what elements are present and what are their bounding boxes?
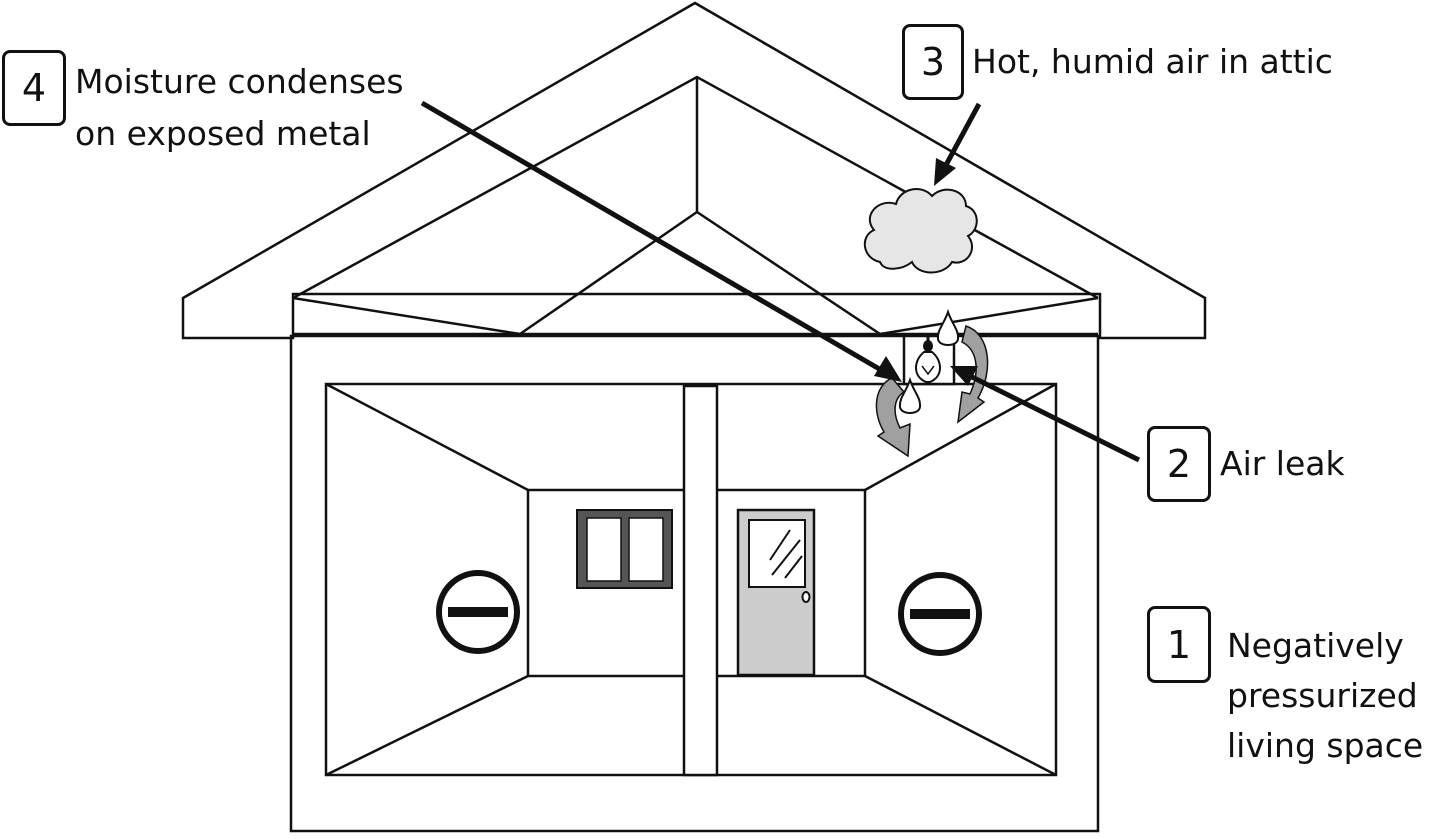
outer-roof [181,1,1207,340]
house-body [289,334,1100,833]
callout-text-4-line-2: on exposed metal [75,114,371,153]
perspective-line-br [864,674,1057,777]
callout-text-2: Air leak [1220,444,1345,483]
callout-number-3: 3 [902,24,964,100]
perspective-line-tl [325,382,529,492]
leader-arrow-4 [420,100,890,377]
callout-text-3: Hot, humid air in attic [972,42,1333,81]
callout-number-1: 1 [1147,606,1211,683]
callout-text-4-line-1: Moisture condenses [75,62,404,101]
partition-wall [682,384,719,777]
cloud-icon [864,188,978,274]
callout-text-1-line-1: Negatively [1227,626,1404,665]
water-drop-icon [898,376,922,414]
callout-number-2: 2 [1147,426,1211,502]
callout-number-4: 4 [2,50,66,126]
hip-right [879,296,1099,336]
inner-hip-left [519,210,698,336]
window [576,509,673,589]
minus-in-circle-icon [898,572,982,656]
door [736,508,816,677]
minus-in-circle-icon [436,570,520,654]
callout-text-1-line-3: living space [1227,726,1424,765]
door-knob [801,591,811,603]
leader-arrow-3 [943,102,982,167]
callout-text-1-line-2: pressurized [1227,676,1418,715]
inner-hip-right [696,210,881,336]
curved-arrow-icon [957,325,989,424]
leader-arrow-2 [968,373,1141,463]
curved-arrow-icon [875,377,911,458]
light-bulb-icon [915,336,941,383]
perspective-line-bl [325,674,529,777]
hip-left [292,296,521,336]
water-drop-icon [936,308,960,346]
